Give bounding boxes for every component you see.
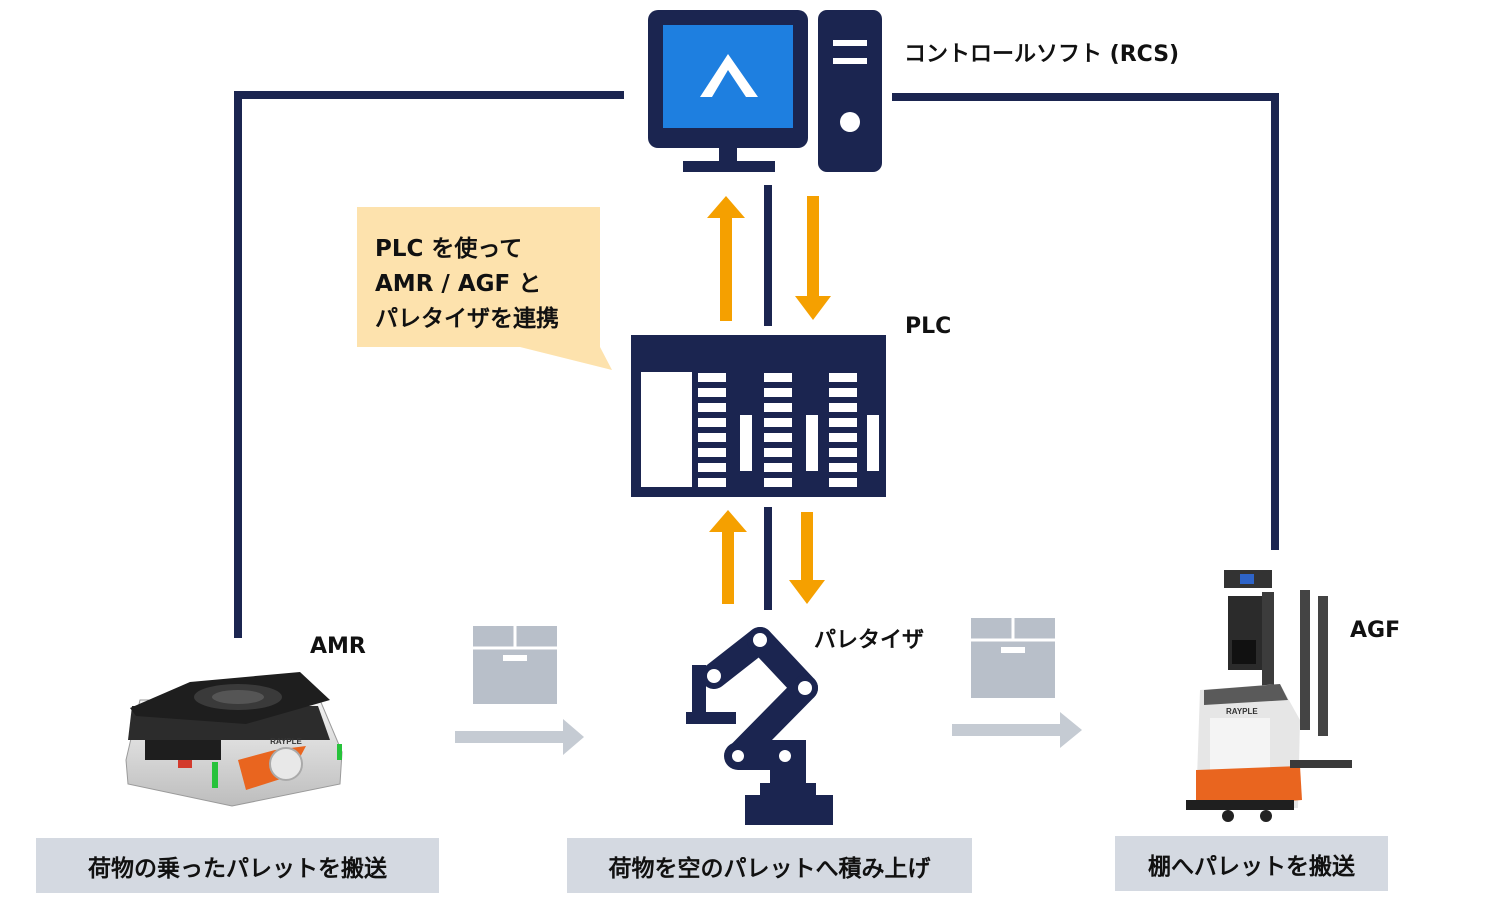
callout-note: PLC を使って AMR / AGF と パレタイザを連携 — [357, 207, 600, 347]
arrow-up-to-plc-icon — [709, 510, 747, 604]
agf-brand-text: RAYPLE — [1226, 707, 1258, 716]
agf-forklift-icon: RAYPLE — [1186, 570, 1352, 822]
plc-icon — [631, 335, 886, 497]
callout-line-2: AMR / AGF と — [375, 271, 542, 297]
amr-robot-icon: RAYPLE — [125, 672, 343, 807]
plc-label: PLC — [905, 314, 952, 339]
arrow-up-to-rcs-icon — [707, 196, 745, 321]
computer-icon — [648, 10, 882, 172]
palletizer-caption: 荷物を空のパレットへ積み上げ — [567, 838, 972, 893]
flow-arrow-right-icon — [952, 712, 1082, 748]
arrow-down-to-plc-icon — [795, 196, 831, 320]
box-icon-left — [473, 626, 557, 704]
palletizer-label: パレタイザ — [814, 628, 925, 653]
palletizer-robot-icon — [686, 627, 833, 825]
connection-lines — [234, 91, 1279, 638]
rcs-label: コントロールソフト (RCS) — [904, 42, 1180, 67]
rcs-to-amr-line — [234, 91, 624, 638]
amr-brand-text: RAYPLE — [270, 737, 302, 746]
arrow-down-to-palletizer-icon — [789, 512, 825, 604]
agf-caption: 棚へパレットを搬送 — [1115, 836, 1388, 891]
orange-arrows — [707, 196, 831, 604]
box-icon-right — [971, 618, 1055, 698]
flow-arrow-left-icon — [455, 719, 584, 755]
rcs-to-agf-line — [892, 93, 1279, 550]
amr-caption: 荷物の乗ったパレットを搬送 — [36, 838, 439, 893]
callout-line-3: パレタイザを連携 — [375, 306, 559, 332]
callout-tail — [520, 347, 612, 370]
agf-label: AGF — [1350, 618, 1401, 643]
amr-label: AMR — [310, 634, 366, 659]
callout-line-1: PLC を使って — [375, 236, 523, 262]
